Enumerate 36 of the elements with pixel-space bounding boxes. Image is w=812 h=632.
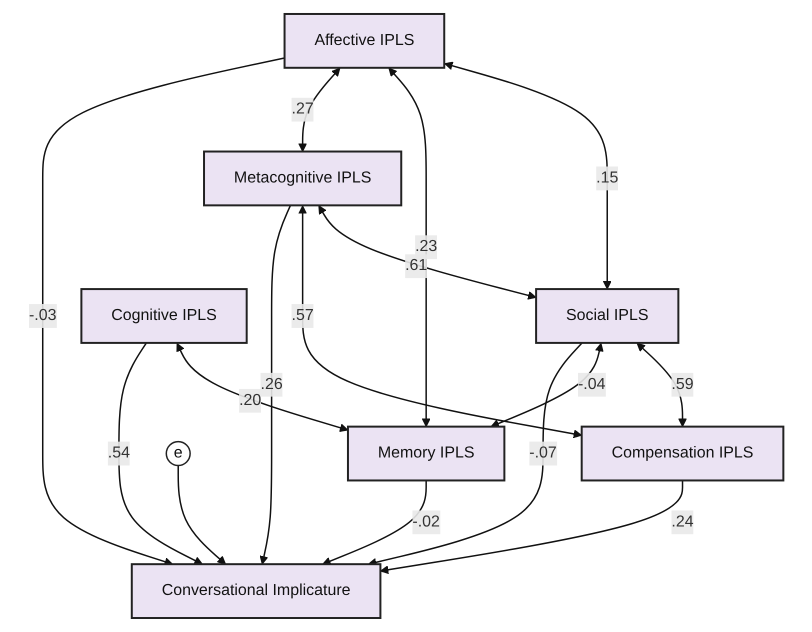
- edge-label: .24: [671, 513, 694, 530]
- node-box: Compensation IPLS: [580, 426, 784, 482]
- arrow: [176, 342, 348, 432]
- edge-label: -.07: [529, 444, 557, 462]
- arrow: [636, 342, 687, 428]
- edge-label: .26: [260, 376, 283, 393]
- arrow: [490, 342, 604, 428]
- edge-label: .20: [238, 392, 262, 409]
- edge-label: .59: [671, 376, 694, 393]
- node-box: Memory IPLS: [346, 426, 506, 482]
- node-box: Social IPLS: [534, 288, 680, 344]
- node-box: Affective IPLS: [283, 12, 446, 69]
- node-box: Cognitive IPLS: [80, 288, 248, 344]
- edge-label: -.04: [578, 376, 606, 393]
- edge-label: .23: [414, 238, 438, 256]
- arrow: [298, 205, 582, 438]
- edge-label: .61: [404, 257, 428, 274]
- arrow: [118, 342, 203, 565]
- arrow: [298, 68, 340, 152]
- arrow: [177, 465, 226, 565]
- node-circle: e: [165, 440, 191, 466]
- edge-label: -.02: [412, 513, 440, 530]
- edge-label: .27: [291, 100, 314, 118]
- arrow: [388, 68, 430, 428]
- arrow: [322, 480, 427, 566]
- arrow: [318, 205, 536, 300]
- arrow: [42, 57, 285, 566]
- arrow: [380, 480, 684, 574]
- edge-label: .57: [291, 307, 314, 324]
- arrow: [259, 205, 291, 565]
- edge-label: .54: [108, 444, 130, 462]
- node-box: Metacognitive IPLS: [202, 150, 402, 206]
- edge-label: -.03: [28, 307, 56, 324]
- node-box: Conversational Implicature: [130, 563, 382, 619]
- arrow: [444, 62, 612, 290]
- edge-label: .15: [596, 169, 618, 186]
